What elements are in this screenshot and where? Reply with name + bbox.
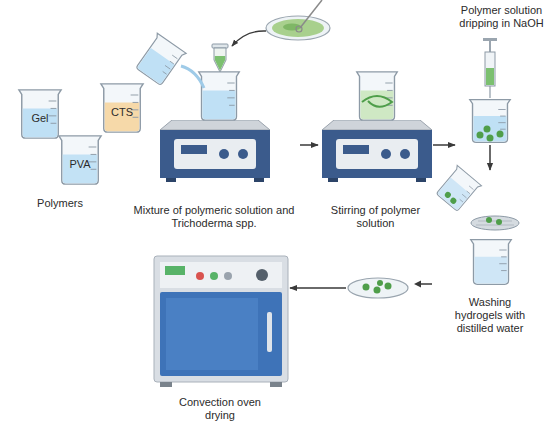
oven-door-panel	[166, 298, 258, 370]
oven-door	[160, 292, 282, 376]
pouring-beaker	[134, 33, 186, 87]
bead	[487, 135, 494, 142]
oven-body	[154, 256, 288, 382]
bead	[497, 131, 504, 138]
step-caption: Stirring of polymer solution	[318, 204, 433, 230]
sieve	[471, 216, 519, 230]
loop-tip	[296, 26, 302, 32]
process-step: Polymer solution dripping in NaOH	[455, 4, 548, 145]
trichoderma-culture	[272, 19, 324, 37]
magnetic-stirrer	[322, 120, 432, 182]
petri-dish	[348, 278, 408, 298]
oven-foot	[160, 382, 172, 387]
process-step: Stirring of polymer solution	[318, 65, 433, 230]
stirring-beaker	[357, 72, 397, 120]
convection-oven	[154, 256, 288, 387]
group-label: Polymers	[22, 197, 98, 210]
syringe-needle	[489, 86, 490, 98]
petri-dish	[266, 16, 330, 40]
bead	[477, 132, 484, 139]
flow-arrow	[433, 144, 455, 146]
oven-button	[196, 272, 204, 280]
petri-dish-culture	[266, 0, 330, 40]
polymer-name: CTS	[111, 106, 133, 119]
bead	[449, 197, 457, 205]
beaker-glass	[59, 136, 101, 184]
process-step: Washing hydrogels with distilled water	[432, 170, 548, 335]
pouring-beaker-glass	[435, 165, 482, 212]
pouring-beaker	[435, 165, 482, 212]
naoh-beaker	[470, 100, 510, 143]
bead	[377, 280, 383, 286]
oven-panel	[160, 262, 282, 288]
beaker-glass	[101, 84, 143, 132]
tube-cap	[212, 44, 228, 48]
flow-arrow	[290, 284, 432, 288]
bead	[385, 283, 392, 290]
process-step: Mixture of polymeric solution and Tricho…	[128, 45, 300, 230]
polymer-beaker: Gel	[16, 88, 64, 140]
tube-body	[214, 48, 226, 72]
flow-arrow	[489, 145, 491, 170]
magnetic-stirrer	[160, 120, 270, 182]
process-step: Convection oven drying	[150, 250, 290, 422]
syringe-thumb	[483, 38, 497, 41]
oven-dial	[256, 269, 268, 281]
bead	[496, 219, 502, 225]
stirring-vortex	[362, 96, 392, 107]
step-caption: Mixture of polymeric solution and Tricho…	[128, 204, 300, 230]
arrow-head	[414, 281, 421, 288]
polymer-name: PVA	[69, 158, 90, 171]
pouring-beaker-glass	[134, 33, 186, 87]
bead	[486, 217, 492, 223]
pouring-stream	[181, 66, 204, 88]
syringe-barrel	[485, 52, 495, 86]
tube-culture	[215, 56, 225, 71]
oven-display	[165, 266, 185, 275]
beaker-glass	[19, 90, 61, 138]
bead	[484, 126, 491, 133]
step-caption: Convection oven drying	[165, 396, 275, 422]
polymer-beaker: PVA	[56, 134, 104, 186]
oven-handle	[267, 312, 272, 352]
water-beaker	[471, 240, 511, 285]
step-caption: Polymer solution dripping in NaOH	[455, 4, 548, 30]
oven-foot	[270, 382, 282, 387]
hydrogel-beads	[477, 126, 504, 142]
syringe-solution	[486, 68, 494, 85]
eppendorf-tube	[212, 44, 228, 72]
sieve-rim	[471, 216, 519, 230]
culture-patch	[283, 24, 301, 31]
polymer-beaker: CTS	[98, 82, 146, 134]
oven-button	[224, 272, 232, 280]
inoculation-loop	[300, 0, 322, 28]
polymer-name: Gel	[31, 112, 48, 125]
bead	[444, 191, 452, 199]
transfer-arrow	[232, 31, 266, 46]
bead	[374, 287, 381, 294]
syringe	[483, 38, 497, 105]
sieve-mesh	[476, 221, 514, 225]
step-caption: Washing hydrogels with distilled water	[444, 296, 536, 335]
bead	[363, 284, 370, 291]
flow-arrow	[300, 144, 318, 146]
petri-dish-beads	[348, 278, 408, 298]
mixing-beaker	[199, 72, 239, 120]
oven-button	[210, 272, 218, 280]
